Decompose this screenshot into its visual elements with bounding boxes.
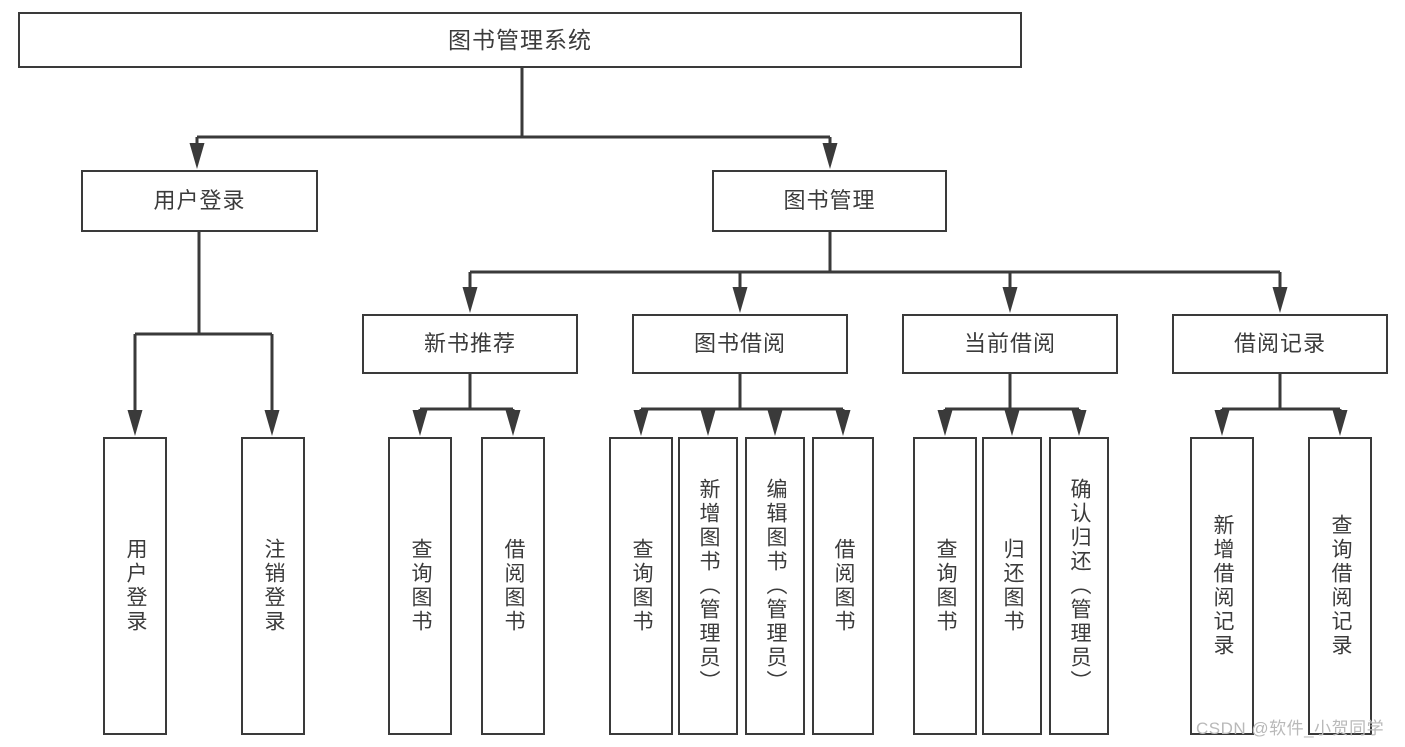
arrow-borrow-record-head [1272, 287, 1288, 313]
node-leaf-add-record[interactable]: 新增借阅记录 [1190, 437, 1254, 735]
arrow-leaf-query-record-head [1332, 410, 1348, 436]
arrow-leaf-query-book-1-head [412, 410, 428, 436]
node-leaf-query-book-3[interactable]: 查询图书 [913, 437, 977, 735]
node-leaf-return-book[interactable]: 归还图书 [982, 437, 1042, 735]
node-current-borrow[interactable]: 当前借阅 [902, 314, 1118, 374]
node-leaf-query-book-2[interactable]: 查询图书 [609, 437, 673, 735]
node-label-leaf-query-book-1: 查询图书 [409, 538, 433, 634]
node-label-leaf-user-login: 用户登录 [124, 538, 148, 634]
node-leaf-query-record[interactable]: 查询借阅记录 [1308, 437, 1372, 735]
node-label-leaf-query-book-3: 查询图书 [934, 538, 958, 634]
node-leaf-confirm-return[interactable]: 确认归还（管理员） [1049, 437, 1109, 735]
arrow-new-book-rec-head [462, 287, 478, 313]
node-label-user-login: 用户登录 [153, 188, 246, 214]
arrow-leaf-logout-head [264, 410, 280, 436]
node-label-leaf-add-book: 新增图书（管理员） [697, 478, 721, 694]
arrow-book-borrow-head [732, 287, 748, 313]
arrow-leaf-user-login-head [127, 410, 143, 436]
node-label-leaf-borrow-book-2: 借阅图书 [832, 538, 856, 634]
node-label-current-borrow: 当前借阅 [963, 331, 1056, 357]
node-leaf-user-login[interactable]: 用户登录 [103, 437, 167, 735]
node-book-manage[interactable]: 图书管理 [712, 170, 947, 232]
arrow-leaf-borrow-book-1-head [505, 410, 521, 436]
node-label-leaf-query-book-2: 查询图书 [630, 538, 654, 634]
node-leaf-edit-book[interactable]: 编辑图书（管理员） [745, 437, 805, 735]
node-leaf-logout[interactable]: 注销登录 [241, 437, 305, 735]
node-new-book-rec[interactable]: 新书推荐 [362, 314, 578, 374]
node-user-login[interactable]: 用户登录 [81, 170, 318, 232]
node-label-leaf-add-record: 新增借阅记录 [1211, 514, 1235, 658]
node-book-borrow[interactable]: 图书借阅 [632, 314, 848, 374]
node-label-leaf-borrow-book-1: 借阅图书 [502, 538, 526, 634]
node-label-leaf-edit-book: 编辑图书（管理员） [764, 478, 788, 694]
node-label-root: 图书管理系统 [448, 26, 592, 53]
node-label-leaf-confirm-return: 确认归还（管理员） [1068, 478, 1092, 694]
arrow-leaf-add-book-head [700, 410, 716, 436]
node-root[interactable]: 图书管理系统 [18, 12, 1022, 68]
node-borrow-record[interactable]: 借阅记录 [1172, 314, 1388, 374]
arrow-leaf-add-record-head [1214, 410, 1230, 436]
node-label-leaf-query-record: 查询借阅记录 [1329, 514, 1353, 658]
arrow-user-login-head [189, 143, 205, 169]
node-leaf-borrow-book-1[interactable]: 借阅图书 [481, 437, 545, 735]
node-leaf-query-book-1[interactable]: 查询图书 [388, 437, 452, 735]
node-label-book-borrow: 图书借阅 [693, 331, 786, 357]
node-label-book-manage: 图书管理 [783, 188, 876, 214]
arrow-book-manage-head [822, 143, 838, 169]
node-label-new-book-rec: 新书推荐 [423, 331, 516, 357]
arrow-leaf-borrow-book-2-head [835, 410, 851, 436]
arrow-heads [127, 143, 1348, 436]
node-label-leaf-logout: 注销登录 [262, 538, 286, 634]
node-label-leaf-return-book: 归还图书 [1001, 538, 1025, 634]
arrow-leaf-confirm-return-head [1071, 410, 1087, 436]
node-label-borrow-record: 借阅记录 [1233, 331, 1326, 357]
arrow-leaf-query-book-2-head [633, 410, 649, 436]
node-leaf-borrow-book-2[interactable]: 借阅图书 [812, 437, 874, 735]
arrow-current-borrow-head [1002, 287, 1018, 313]
arrow-leaf-return-book-head [1004, 410, 1020, 436]
arrow-leaf-query-book-3-head [937, 410, 953, 436]
arrow-leaf-edit-book-head [767, 410, 783, 436]
node-leaf-add-book[interactable]: 新增图书（管理员） [678, 437, 738, 735]
